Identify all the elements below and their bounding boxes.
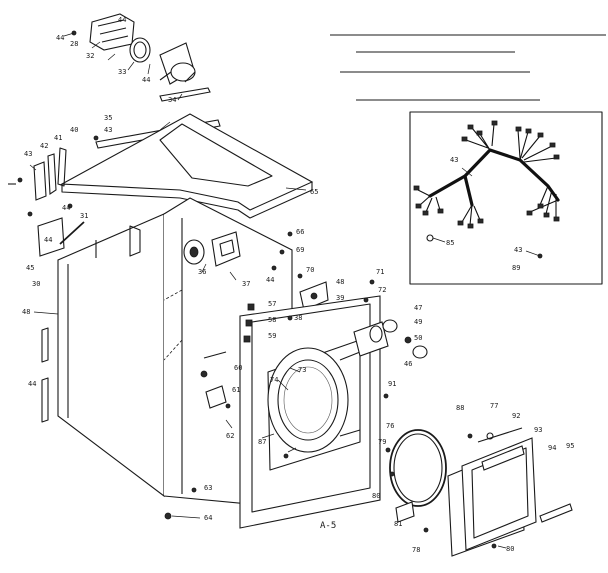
label-95: 95 bbox=[566, 442, 574, 450]
label-48: 48 bbox=[22, 308, 30, 316]
label-33: 33 bbox=[118, 68, 126, 76]
label-80b: 80 bbox=[506, 545, 514, 553]
label-49: 49 bbox=[414, 318, 422, 326]
label-39: 39 bbox=[336, 294, 344, 302]
exhaust-pipe bbox=[170, 62, 196, 82]
label-57: 57 bbox=[268, 300, 276, 308]
base-fasteners: 63 64 bbox=[164, 484, 212, 522]
exhaust-duct-assembly: 44 28 32 44 33 44 34 bbox=[56, 13, 211, 104]
label-40: 40 bbox=[70, 126, 78, 134]
door-strike bbox=[539, 503, 573, 523]
door-seal: 91 76 79 80 bbox=[372, 380, 447, 507]
label-30: 30 bbox=[32, 280, 40, 288]
bracket-37 bbox=[211, 231, 241, 267]
cabinet-left-side bbox=[57, 213, 165, 498]
motor-bracket: 36 37 bbox=[183, 231, 250, 288]
inner-components: 60 61 62 bbox=[200, 351, 242, 440]
door-assembly: 88 77 92 93 94 95 bbox=[447, 402, 574, 557]
label-44b: 44 bbox=[118, 16, 126, 24]
duct-bracket bbox=[159, 87, 211, 102]
harness-clip bbox=[426, 234, 434, 242]
header-rules bbox=[330, 34, 606, 101]
label-61: 61 bbox=[232, 386, 240, 394]
label-35: 35 bbox=[104, 114, 112, 122]
lid-switch-assembly: 43 42 41 40 bbox=[17, 126, 78, 201]
label-harness-43: 43 bbox=[450, 156, 458, 164]
label-harness-43b: 43 bbox=[514, 246, 522, 254]
label-harness-85: 85 bbox=[446, 239, 454, 247]
duct-clamp bbox=[129, 37, 151, 63]
label-62: 62 bbox=[226, 432, 234, 440]
label-77: 77 bbox=[490, 402, 498, 410]
label-44d: 44 bbox=[62, 204, 70, 212]
label-58: 58 bbox=[268, 316, 276, 324]
label-46: 46 bbox=[404, 360, 412, 368]
connector-ends bbox=[413, 120, 560, 229]
bottom-hardware: 81 78 80 bbox=[394, 501, 514, 554]
front-panel: 73 74 87 bbox=[239, 295, 381, 529]
label-93: 93 bbox=[534, 426, 542, 434]
label-48b: 48 bbox=[336, 278, 344, 286]
label-64: 64 bbox=[204, 514, 212, 522]
label-43a: 43 bbox=[104, 126, 112, 134]
label-34: 34 bbox=[168, 96, 176, 104]
label-69: 69 bbox=[296, 246, 304, 254]
label-70: 70 bbox=[306, 266, 314, 274]
label-72: 72 bbox=[378, 286, 386, 294]
figure-caption: A-5 bbox=[320, 521, 336, 531]
label-50: 50 bbox=[414, 334, 422, 342]
wiring-harness-inset: 43 85 43 89 bbox=[409, 111, 603, 285]
label-45: 45 bbox=[26, 264, 34, 272]
label-60: 60 bbox=[234, 364, 242, 372]
label-37: 37 bbox=[242, 280, 250, 288]
label-66: 66 bbox=[296, 228, 304, 236]
rail-fasteners: 66 69 44 70 bbox=[266, 228, 314, 284]
label-41: 41 bbox=[54, 134, 62, 142]
seal-ring bbox=[389, 429, 447, 507]
label-73: 73 bbox=[298, 366, 306, 374]
label-78: 78 bbox=[412, 546, 420, 554]
label-80a: 80 bbox=[372, 492, 380, 500]
label-28: 28 bbox=[70, 40, 78, 48]
label-65: 65 bbox=[310, 188, 318, 196]
label-42: 42 bbox=[40, 142, 48, 150]
label-87: 87 bbox=[258, 438, 266, 446]
label-31: 31 bbox=[80, 212, 88, 220]
label-91: 91 bbox=[388, 380, 396, 388]
label-47: 47 bbox=[414, 304, 422, 312]
label-44f: 44 bbox=[266, 276, 274, 284]
label-36: 36 bbox=[198, 268, 206, 276]
hinge-assembly: 44 31 44 45 30 bbox=[26, 203, 88, 288]
label-94: 94 bbox=[548, 444, 556, 452]
label-32: 32 bbox=[86, 52, 94, 60]
label-38: 38 bbox=[294, 314, 302, 322]
inset-frame bbox=[409, 111, 603, 285]
door-handle bbox=[481, 445, 525, 471]
door-latch: 48 39 bbox=[299, 278, 344, 311]
label-74: 74 bbox=[270, 376, 278, 384]
label-76: 76 bbox=[386, 422, 394, 430]
label-79: 79 bbox=[378, 438, 386, 446]
harness-main-trunk bbox=[428, 148, 560, 202]
top-panel: 65 bbox=[60, 113, 318, 219]
label-44c: 44 bbox=[142, 76, 150, 84]
top-cover bbox=[60, 113, 314, 211]
label-81: 81 bbox=[394, 520, 402, 528]
door-opening-ring bbox=[267, 347, 349, 453]
label-59: 59 bbox=[268, 332, 276, 340]
lamp-assembly: 71 72 47 49 50 46 bbox=[353, 268, 428, 368]
label-harness-89: 89 bbox=[512, 264, 520, 272]
label-44a: 44 bbox=[56, 34, 64, 42]
panel-screws: 57 58 38 59 bbox=[243, 300, 302, 343]
label-44g: 44 bbox=[28, 380, 36, 388]
label-71: 71 bbox=[376, 268, 384, 276]
label-88: 88 bbox=[456, 404, 464, 412]
label-43b: 43 bbox=[24, 150, 32, 158]
label-63: 63 bbox=[204, 484, 212, 492]
label-44e: 44 bbox=[44, 236, 52, 244]
label-92: 92 bbox=[512, 412, 520, 420]
